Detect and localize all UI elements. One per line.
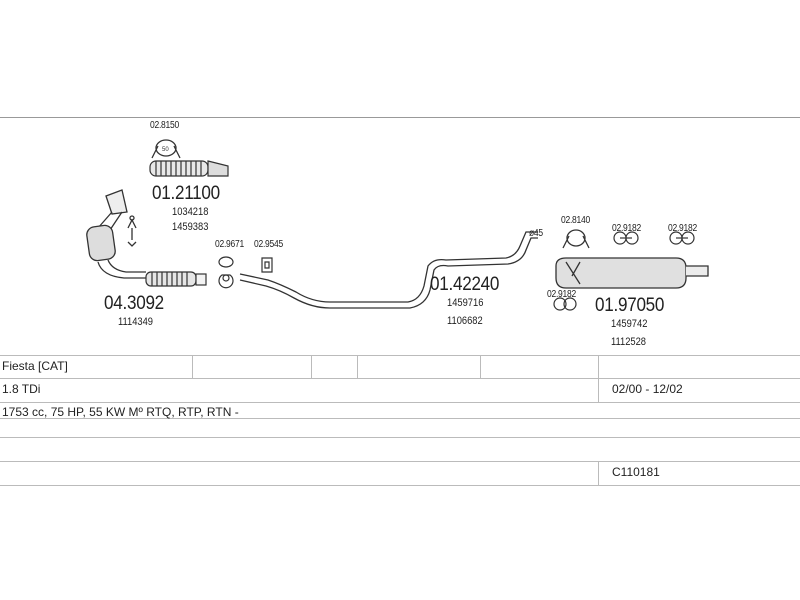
table-col-line bbox=[192, 355, 193, 378]
table-col-line bbox=[598, 461, 599, 485]
hanger-number[interactable]: 02.9545 bbox=[254, 239, 283, 250]
flex-pipe-number[interactable]: 01.21100 bbox=[152, 183, 220, 204]
hanger-icon bbox=[261, 257, 273, 273]
table-col-line bbox=[357, 355, 358, 378]
rubber-3-icon bbox=[553, 297, 577, 311]
gasket-icon bbox=[218, 256, 234, 289]
rubber-2-icon bbox=[669, 231, 695, 245]
middle-pipe-number[interactable]: 01.42240 bbox=[430, 274, 500, 295]
rear-silencer-icon bbox=[555, 257, 709, 289]
clamp-top-number[interactable]: 02.8150 bbox=[150, 120, 179, 131]
rear-silencer-number[interactable]: 01.97050 bbox=[595, 295, 665, 316]
flex-pipe-oe-2: 1459383 bbox=[172, 221, 209, 233]
clamp-top-icon: 50 bbox=[151, 139, 181, 159]
engine-name: 1.8 TDi bbox=[2, 382, 41, 396]
svg-text:50: 50 bbox=[162, 147, 169, 153]
rubber-1-number[interactable]: 02.9182 bbox=[612, 223, 641, 234]
catalyst-oe-1: 1114349 bbox=[118, 316, 154, 328]
exhaust-diagram: 50 bbox=[86, 120, 709, 348]
flex-pipe-oe-1: 1034218 bbox=[172, 206, 209, 218]
model-name: Fiesta [CAT] bbox=[2, 359, 68, 373]
rear-silencer-oe-1: 1459742 bbox=[611, 318, 648, 330]
table-row-line bbox=[0, 485, 800, 486]
table-col-line bbox=[480, 355, 481, 378]
gasket-number[interactable]: 02.9671 bbox=[215, 239, 244, 250]
table-row-line bbox=[0, 402, 800, 403]
rubber-1-icon bbox=[613, 231, 639, 245]
middle-pipe-oe-2: 1106682 bbox=[447, 315, 483, 327]
engine-spec: 1753 cc, 75 HP, 55 KW Mº RTQ, RTP, RTN - bbox=[2, 405, 239, 419]
rubber-3-number[interactable]: 02.9182 bbox=[547, 289, 576, 300]
middle-pipe-oe-1: 1459716 bbox=[447, 297, 484, 309]
table-row-line bbox=[0, 437, 800, 438]
clamp-rear-number[interactable]: 02.8140 bbox=[561, 215, 590, 226]
catalyst-number[interactable]: 04.3092 bbox=[104, 293, 164, 314]
exhaust-drawing: 50 bbox=[86, 139, 709, 311]
rubber-2-number[interactable]: 02.9182 bbox=[668, 223, 697, 234]
catalog-code: C110181 bbox=[612, 465, 660, 479]
table-col-line bbox=[311, 355, 312, 378]
top-border bbox=[0, 117, 800, 118]
table-row-line bbox=[0, 461, 800, 462]
table-row-line bbox=[0, 418, 800, 419]
table-row-line bbox=[0, 355, 800, 356]
flex-joint-icon bbox=[145, 271, 207, 287]
table-col-line bbox=[598, 355, 599, 402]
table-row-line bbox=[0, 378, 800, 379]
rear-silencer-oe-2: 1112528 bbox=[611, 336, 647, 348]
diameter-label: ø45 bbox=[529, 228, 543, 239]
middle-pipe-icon bbox=[239, 231, 538, 309]
flex-pipe-icon bbox=[149, 160, 229, 177]
catalyst-icon bbox=[86, 189, 146, 279]
clamp-rear-icon bbox=[562, 229, 590, 249]
production-period: 02/00 - 12/02 bbox=[612, 382, 683, 396]
